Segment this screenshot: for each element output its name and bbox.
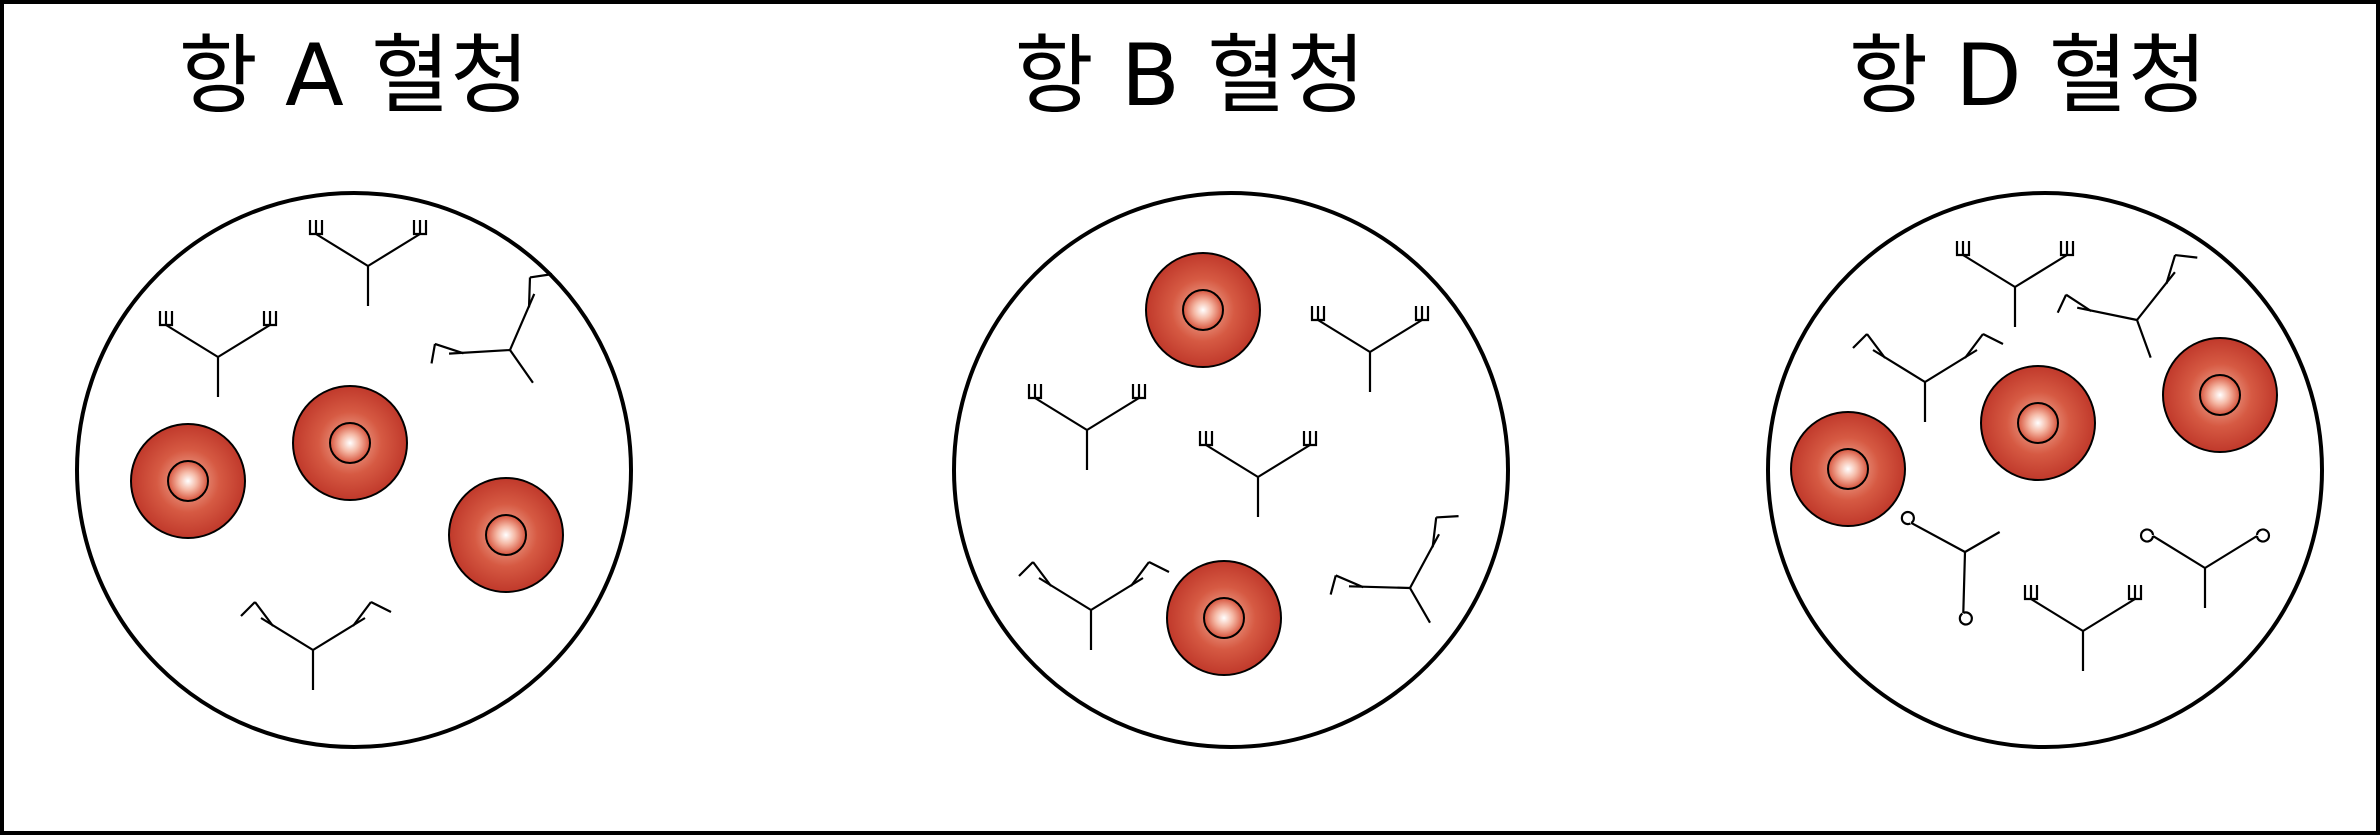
anti-a-antibody-2 (308, 220, 428, 306)
anti-d-antibody-5 (1900, 511, 2001, 626)
anti-a-antibody-4 (240, 601, 392, 690)
anti-a-well (75, 191, 633, 749)
anti-d-red-cell-1 (1790, 411, 1906, 527)
anti-d-antibody-3 (1852, 333, 2004, 422)
anti-b-red-cell-2 (1166, 560, 1282, 676)
anti-b-antibody-5 (1329, 514, 1459, 624)
anti-a-red-cell-3 (448, 477, 564, 593)
panel-title-anti-b: 항 B 혈청 (1014, 26, 1366, 126)
anti-b-antibody-4 (1018, 561, 1170, 650)
anti-d-red-cell-2 (1980, 365, 2096, 481)
anti-b-antibody-2 (1310, 306, 1430, 392)
anti-d-antibody-6 (2139, 528, 2271, 608)
anti-a-antibody-1 (158, 311, 278, 397)
anti-d-antibody-2 (2056, 253, 2198, 358)
anti-d-antibody-4 (2023, 585, 2143, 671)
anti-a-antibody-3 (430, 273, 553, 384)
panel-title-anti-a: 항 A 혈청 (178, 26, 530, 126)
anti-d-red-cell-3 (2162, 337, 2278, 453)
anti-a-red-cell-2 (292, 385, 408, 501)
anti-d-well (1766, 191, 2324, 749)
anti-d-antibody-1 (1955, 241, 2075, 327)
anti-b-well (952, 191, 1510, 749)
panel-title-anti-d: 항 D 혈청 (1848, 26, 2208, 126)
anti-a-red-cell-1 (130, 423, 246, 539)
anti-b-red-cell-1 (1145, 252, 1261, 368)
anti-b-antibody-3 (1198, 431, 1318, 517)
anti-b-antibody-1 (1027, 384, 1147, 470)
